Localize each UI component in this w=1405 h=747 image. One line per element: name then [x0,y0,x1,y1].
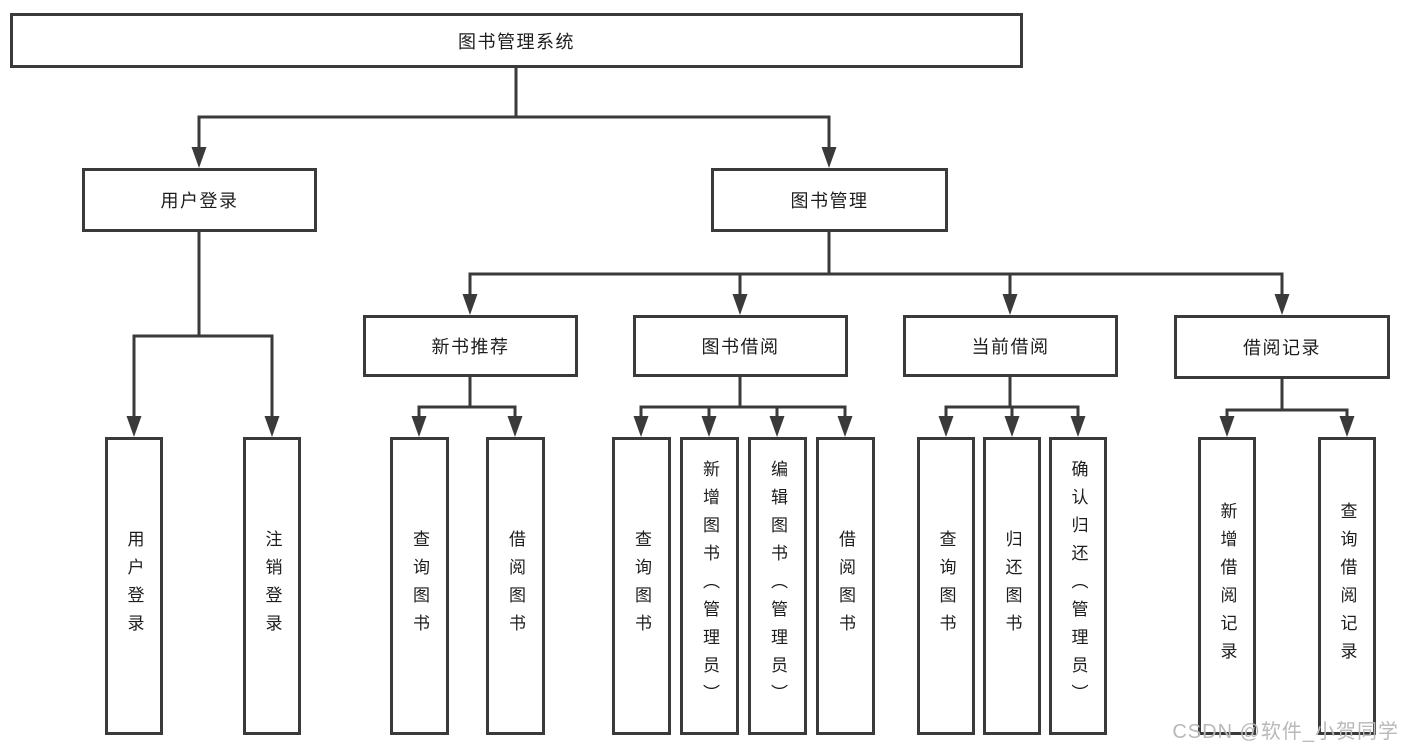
arrowhead-icon [1339,416,1355,437]
node-new-book-recommend: 新书推荐 [363,315,578,377]
leaf-confirm-return-admin: 确认归还（管理员） [1049,437,1107,735]
arrowhead-icon [507,416,523,437]
node-label: 归还图书 [1002,530,1022,642]
node-label: 查询图书 [410,530,429,642]
leaf-add-borrow-record: 新增借阅记录 [1198,437,1256,735]
node-label: 新书推荐 [431,337,510,357]
leaf-query-books-borrow: 查询图书 [612,437,671,735]
leaf-return-book: 归还图书 [983,437,1041,735]
node-label: 当前借阅 [971,337,1050,357]
leaf-logout: 注销登录 [243,437,301,735]
node-label: 用户登录 [124,530,144,642]
node-label: 新增借阅记录 [1217,502,1237,670]
node-root: 图书管理系统 [10,13,1023,68]
leaf-borrow-books-recommend: 借阅图书 [486,437,545,735]
leaf-query-books-recommend: 查询图书 [390,437,449,735]
arrowhead-icon [264,416,280,437]
node-label: 查询图书 [936,530,956,642]
node-label: 确认归还（管理员） [1068,460,1088,712]
arrowhead-icon [837,416,853,437]
arrowhead-icon [732,294,748,315]
node-label: 借阅图书 [836,530,855,642]
node-label: 编辑图书（管理员） [768,460,787,712]
arrowhead-icon [1004,416,1020,437]
arrowhead-icon [411,416,427,437]
node-label: 查询图书 [632,530,651,642]
node-user-login: 用户登录 [82,168,317,232]
node-book-management: 图书管理 [711,168,948,232]
arrowhead-icon [126,416,142,437]
arrowhead-icon [633,416,649,437]
arrowhead-icon [1002,294,1018,315]
node-label: 图书借阅 [701,337,780,357]
node-label: 用户登录 [160,191,239,211]
arrowhead-icon [191,147,207,168]
leaf-query-books-current: 查询图书 [917,437,975,735]
arrowhead-icon [1219,416,1235,437]
leaf-edit-book-admin: 编辑图书（管理员） [748,437,807,735]
node-borrow-records: 借阅记录 [1174,315,1390,379]
arrowhead-icon [462,294,478,315]
node-label: 注销登录 [262,530,282,642]
leaf-add-book-admin: 新增图书（管理员） [680,437,739,735]
node-book-borrow: 图书借阅 [633,315,848,377]
node-label: 图书管理系统 [458,31,575,52]
node-label: 图书管理 [790,191,869,211]
node-label: 新增图书（管理员） [700,460,719,712]
arrowhead-icon [821,147,837,168]
node-label: 查询借阅记录 [1337,502,1357,670]
arrowhead-icon [938,416,954,437]
arrowhead-icon [701,416,717,437]
node-label: 借阅图书 [506,530,525,642]
node-current-borrow: 当前借阅 [903,315,1118,377]
leaf-query-borrow-record: 查询借阅记录 [1318,437,1376,735]
leaf-borrow-books-borrow: 借阅图书 [816,437,875,735]
arrowhead-icon [1274,294,1290,315]
leaf-user-login: 用户登录 [105,437,163,735]
arrowhead-icon [769,416,785,437]
arrowhead-icon [1070,416,1086,437]
node-label: 借阅记录 [1243,338,1321,358]
